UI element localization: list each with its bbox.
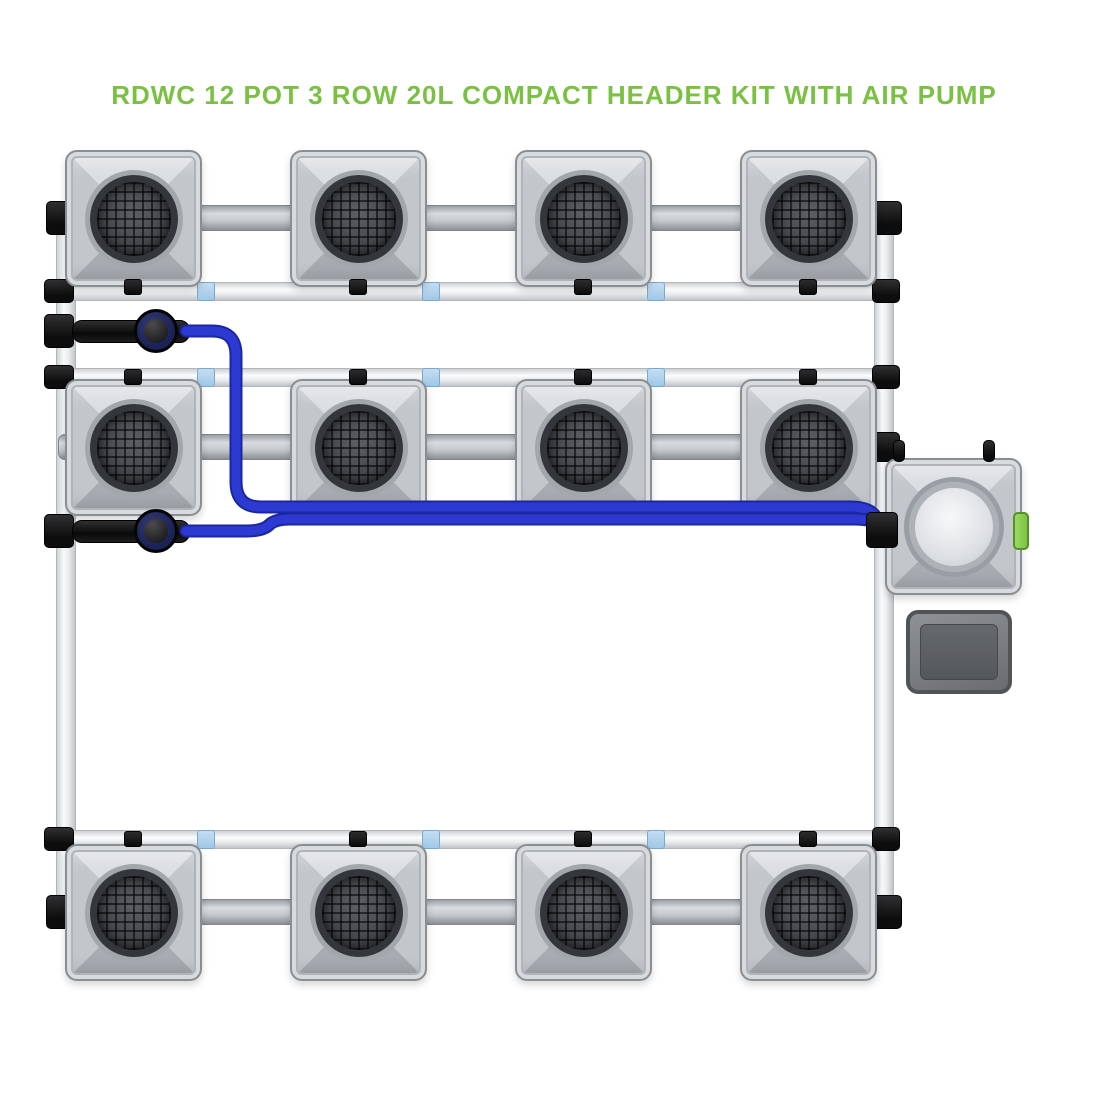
tank-inlet-fitting	[866, 512, 898, 548]
net-pot-mesh	[764, 174, 853, 263]
pot-r2c1	[65, 379, 202, 516]
water-hose-lower	[181, 514, 895, 537]
tank-top-port-right	[983, 440, 995, 462]
net-pot-mesh	[539, 403, 628, 492]
pot-r1c3	[515, 150, 652, 287]
valve-tee-1	[44, 314, 74, 348]
pipe-clip	[197, 282, 215, 301]
tee-fitting-right-middle	[872, 365, 900, 389]
pot-outlet-fitting	[799, 369, 817, 385]
net-pot-mesh	[539, 868, 628, 957]
pot-r2c3	[515, 379, 652, 516]
valve-tee-2	[44, 514, 74, 548]
net-pot-mesh	[314, 403, 403, 492]
net-pot-mesh	[89, 868, 178, 957]
pot-outlet-fitting	[574, 831, 592, 847]
pot-r3c4	[740, 844, 877, 981]
header-tank	[885, 458, 1022, 595]
header-tank-lid	[908, 481, 999, 572]
pot-outlet-fitting	[574, 279, 592, 295]
pot-r1c1	[65, 150, 202, 287]
pot-r3c3	[515, 844, 652, 981]
pot-r1c4	[740, 150, 877, 287]
pipe-clip	[422, 282, 440, 301]
net-pot-mesh	[764, 403, 853, 492]
net-pot-mesh	[314, 174, 403, 263]
net-pot-mesh	[89, 403, 178, 492]
tee-fitting-left-middle	[44, 365, 74, 389]
air-pump-grille	[920, 624, 998, 680]
tee-fitting-left-bottom	[44, 827, 74, 851]
pipe-clip	[197, 830, 215, 849]
pipe-clip	[647, 830, 665, 849]
net-pot-mesh	[764, 868, 853, 957]
pipe-clip	[422, 830, 440, 849]
product-title: RDWC 12 POT 3 ROW 20L COMPACT HEADER KIT…	[111, 80, 997, 110]
pot-outlet-fitting	[574, 369, 592, 385]
net-pot-mesh	[314, 868, 403, 957]
pot-r2c4	[740, 379, 877, 516]
net-pot-mesh	[539, 174, 628, 263]
pot-outlet-fitting	[349, 369, 367, 385]
water-hose-lower-outline	[179, 512, 897, 539]
pot-outlet-fitting	[799, 279, 817, 295]
pipe-clip	[647, 282, 665, 301]
pot-r3c1	[65, 844, 202, 981]
pot-outlet-fitting	[349, 831, 367, 847]
pot-outlet-fitting	[124, 831, 142, 847]
tee-fitting-right-top	[872, 279, 900, 303]
pot-r2c2	[290, 379, 427, 516]
air-pump	[906, 610, 1012, 694]
pot-outlet-fitting	[124, 279, 142, 295]
valve-handle-2	[134, 509, 178, 553]
pot-outlet-fitting	[799, 831, 817, 847]
tee-fitting-right-bottom	[872, 827, 900, 851]
pot-outlet-fitting	[349, 279, 367, 295]
pot-r3c2	[290, 844, 427, 981]
pot-r1c2	[290, 150, 427, 287]
pot-outlet-fitting	[124, 369, 142, 385]
net-pot-mesh	[89, 174, 178, 263]
valve-handle-1	[134, 309, 178, 353]
tank-overflow-valve	[1013, 512, 1029, 550]
tank-top-port-left	[893, 440, 905, 462]
